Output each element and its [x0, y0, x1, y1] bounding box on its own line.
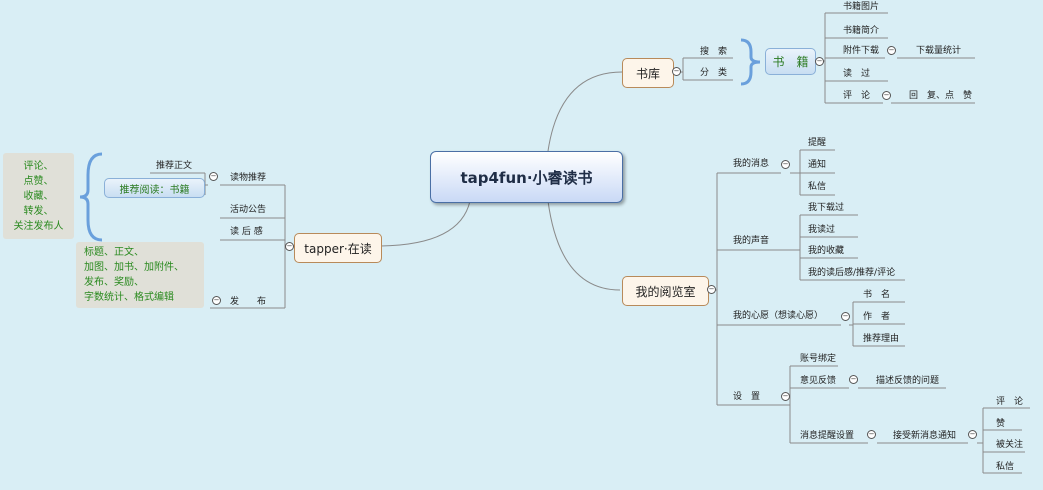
notify-item[interactable]: 私信 — [996, 462, 1015, 472]
collapse-icon[interactable]: − — [707, 285, 716, 294]
message-item[interactable]: 通知 — [808, 160, 827, 170]
tapper-item[interactable]: 读物推荐 — [230, 173, 267, 183]
note-line: 加图、加书、加附件、 — [84, 262, 184, 273]
wish-item[interactable]: 推荐理由 — [863, 334, 900, 344]
collapse-icon[interactable]: − — [867, 430, 876, 439]
book-child[interactable]: 读 过 — [843, 69, 871, 79]
tapper-item[interactable]: 发 布 — [230, 297, 267, 307]
book-child[interactable]: 附件下载 — [843, 46, 880, 56]
note-line: 评论、 — [23, 161, 54, 172]
books-node[interactable]: 书 籍 — [765, 48, 816, 75]
publish-note-card: 标题、正文、 加图、加书、加附件、 发布、奖励、 字数统计、格式编辑 — [76, 242, 204, 308]
wish-item[interactable]: 作 者 — [863, 312, 891, 322]
root-node[interactable]: tap4fun·小睿读书 — [430, 151, 623, 203]
collapse-icon[interactable]: − — [672, 67, 681, 76]
collapse-icon[interactable]: − — [212, 296, 221, 305]
settings-item[interactable]: 账号绑定 — [800, 354, 837, 364]
voice-item[interactable]: 我的收藏 — [808, 246, 845, 256]
tapper-item[interactable]: 读 后 感 — [230, 227, 263, 237]
note-line: 点赞、 — [23, 176, 54, 187]
recommend-books-node[interactable]: 推荐阅读：书籍 — [104, 178, 205, 198]
collapse-icon[interactable]: − — [815, 57, 824, 66]
notify-item[interactable]: 评 论 — [996, 397, 1024, 407]
reply-like-node[interactable]: 回 复、点 赞 — [909, 91, 973, 101]
book-child[interactable]: 书籍简介 — [843, 26, 880, 36]
my-wish-node[interactable]: 我的心愿（想读心愿） — [733, 311, 824, 321]
notify-child[interactable]: 接受新消息通知 — [893, 431, 957, 441]
collapse-icon[interactable]: − — [209, 172, 218, 181]
tapper-node[interactable]: tapper·在读 — [294, 233, 382, 263]
settings-item[interactable]: 消息提醒设置 — [800, 431, 855, 441]
reading-room-node[interactable]: 我的阅览室 — [622, 276, 709, 306]
collapse-icon[interactable]: − — [887, 46, 896, 55]
tapper-item[interactable]: 活动公告 — [230, 205, 267, 215]
my-messages-node[interactable]: 我的消息 — [733, 159, 770, 169]
voice-item[interactable]: 我下载过 — [808, 203, 845, 213]
notify-item[interactable]: 被关注 — [996, 440, 1024, 450]
settings-item[interactable]: 意见反馈 — [800, 376, 837, 386]
book-child[interactable]: 评 论 — [843, 91, 871, 101]
category-node[interactable]: 分 类 — [700, 68, 728, 78]
book-child[interactable]: 书籍图片 — [843, 2, 880, 12]
comment-note-card: 评论、 点赞、 收藏、 转发、 关注发布人 — [3, 153, 74, 239]
download-stat-node[interactable]: 下载量统计 — [916, 46, 962, 56]
collapse-icon[interactable]: − — [882, 91, 891, 100]
settings-node[interactable]: 设 置 — [733, 392, 761, 402]
collapse-icon[interactable]: − — [841, 312, 850, 321]
note-line: 字数统计、格式编辑 — [84, 292, 174, 303]
note-line: 转发、 — [23, 206, 54, 217]
notify-item[interactable]: 赞 — [996, 419, 1006, 429]
collapse-icon[interactable]: − — [781, 392, 790, 401]
collapse-icon[interactable]: − — [285, 242, 294, 251]
note-line: 发布、奖励、 — [84, 277, 144, 288]
note-line: 标题、正文、 — [84, 247, 144, 258]
voice-item[interactable]: 我的读后感/推荐/评论 — [808, 268, 896, 278]
recommend-child[interactable]: 推荐正文 — [156, 161, 193, 171]
note-line: 关注发布人 — [13, 221, 64, 232]
collapse-icon[interactable]: − — [849, 375, 858, 384]
search-node[interactable]: 搜 索 — [700, 47, 728, 57]
note-line: 收藏、 — [23, 191, 54, 202]
voice-item[interactable]: 我读过 — [808, 225, 836, 235]
collapse-icon[interactable]: − — [781, 160, 790, 169]
library-node[interactable]: 书库 — [622, 58, 674, 88]
message-item[interactable]: 提醒 — [808, 138, 827, 148]
my-voice-node[interactable]: 我的声音 — [733, 236, 770, 246]
feedback-child[interactable]: 描述反馈的问题 — [876, 376, 940, 386]
wish-item[interactable]: 书 名 — [863, 290, 891, 300]
message-item[interactable]: 私信 — [808, 182, 827, 192]
collapse-icon[interactable]: − — [968, 430, 977, 439]
